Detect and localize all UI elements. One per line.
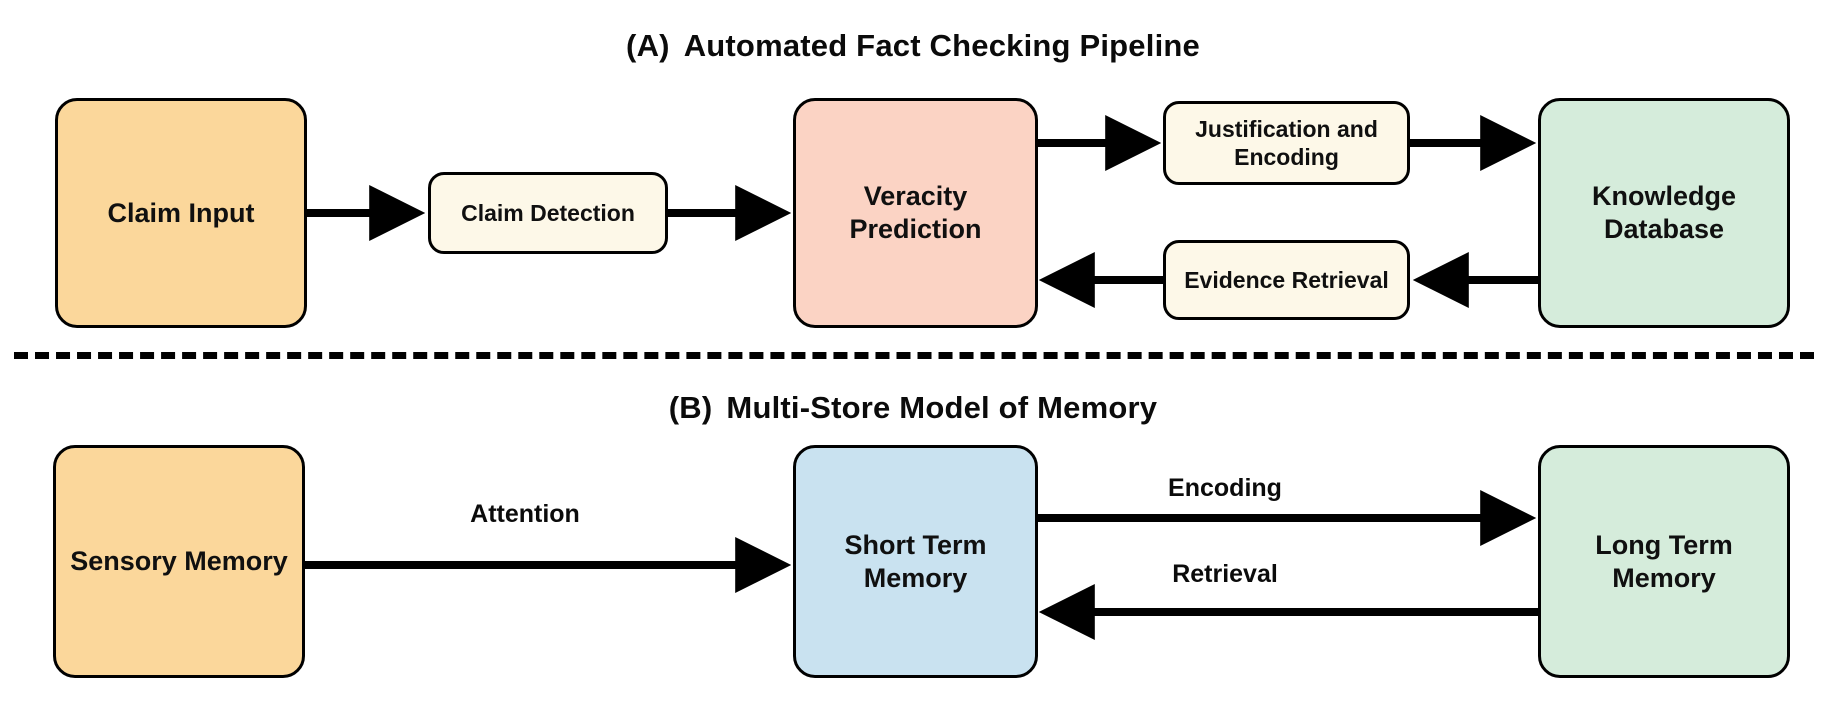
node-long-term-memory[interactable]: Long Term Memory [1538, 445, 1790, 678]
node-knowledge-database[interactable]: Knowledge Database [1538, 98, 1790, 328]
node-evidence-retrieval-label: Evidence Retrieval [1184, 266, 1389, 293]
node-claim-detection[interactable]: Claim Detection [428, 172, 668, 254]
panel-a-title-text: Automated Fact Checking Pipeline [683, 28, 1200, 63]
panel-a-title: (A) Automated Fact Checking Pipeline [0, 28, 1826, 64]
node-knowledge-database-label-line1: Knowledge [1591, 181, 1736, 212]
node-short-term-memory-label-line2: Memory [863, 562, 968, 593]
node-sensory-memory-label: Sensory Memory [70, 546, 288, 577]
panel-b-title-text: Multi-Store Model of Memory [726, 390, 1158, 425]
node-justification-encoding-label-line1: Justification and [1195, 115, 1378, 142]
node-veracity-prediction[interactable]: Veracity Prediction [793, 98, 1038, 328]
node-sensory-memory[interactable]: Sensory Memory [53, 445, 305, 678]
node-veracity-prediction-label-line2: Prediction [849, 214, 982, 244]
panel-b-tag: (B) [668, 390, 713, 425]
node-justification-encoding-label-line2: Encoding [1234, 144, 1339, 170]
node-veracity-prediction-label-line1: Veracity [863, 181, 968, 212]
panel-a-tag: (A) [626, 28, 670, 63]
panel-b-title: (B) Multi-Store Model of Memory [0, 390, 1826, 426]
node-short-term-memory-label-line1: Short Term [844, 529, 987, 560]
node-claim-input-label: Claim Input [107, 197, 255, 228]
node-short-term-memory[interactable]: Short Term Memory [793, 445, 1038, 678]
edge-label-attention: Attention [470, 500, 580, 528]
panel-divider [14, 352, 1814, 359]
node-claim-input[interactable]: Claim Input [55, 98, 307, 328]
node-knowledge-database-label-line2: Database [1603, 214, 1725, 244]
node-claim-detection-label: Claim Detection [461, 199, 635, 226]
node-long-term-memory-label-line1: Long Term [1595, 529, 1733, 560]
node-evidence-retrieval[interactable]: Evidence Retrieval [1163, 240, 1410, 320]
node-justification-encoding[interactable]: Justification and Encoding [1163, 101, 1410, 185]
edge-label-encoding: Encoding [1168, 474, 1282, 502]
node-long-term-memory-label-line2: Memory [1612, 562, 1716, 593]
edge-label-retrieval: Retrieval [1172, 560, 1278, 588]
